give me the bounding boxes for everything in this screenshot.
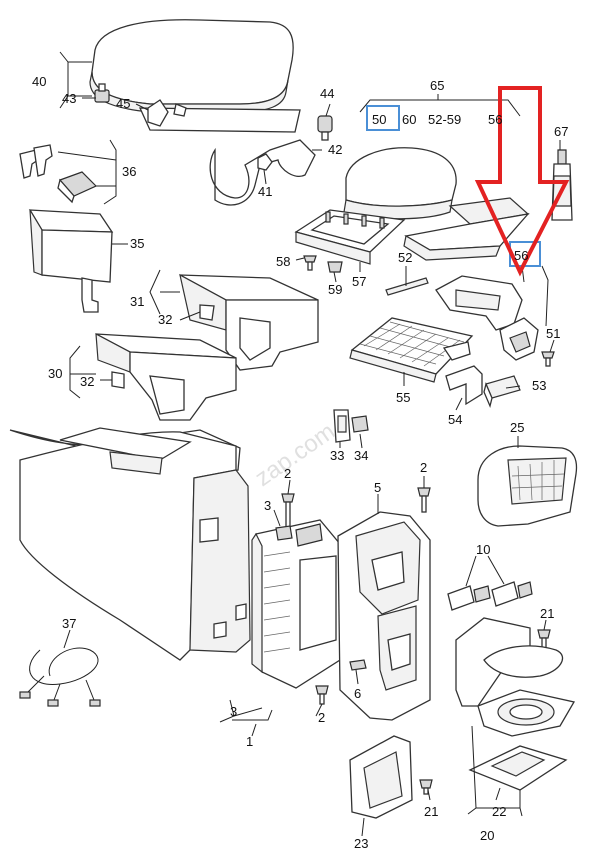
callout-58: 58	[276, 254, 290, 269]
watermark: zap.com	[250, 418, 340, 492]
callout-52-59: 52-59	[428, 112, 461, 127]
frame-57-part	[294, 209, 406, 265]
callout-40: 40	[32, 74, 46, 89]
callout-31: 31	[130, 294, 144, 309]
callout-60: 60	[402, 112, 416, 127]
screw-58-part	[303, 255, 317, 271]
bolt-44-part	[317, 115, 333, 141]
wiring-harness-37-part	[19, 647, 101, 707]
cap-53-part	[483, 375, 521, 409]
bracket-frame-1-part	[251, 519, 341, 689]
clips-36-part	[19, 144, 98, 204]
bracket-54-part	[445, 365, 483, 406]
callout-54: 54	[448, 412, 462, 427]
callout-42: 42	[328, 142, 342, 157]
callout-41: 41	[258, 184, 272, 199]
callout-3-upper: 3	[264, 498, 271, 513]
switch-33-part	[333, 409, 351, 443]
callout-21-lower: 21	[424, 804, 438, 819]
clip-59-part	[327, 261, 343, 273]
screw-21-lower-part	[419, 779, 433, 795]
clip-41-part	[257, 153, 273, 171]
callout-22: 22	[492, 804, 506, 819]
callout-67: 67	[554, 124, 568, 139]
highlight-box-50	[366, 105, 400, 131]
callout-2-upper-right: 2	[420, 460, 427, 475]
screws-2-part	[281, 487, 431, 705]
console-body-part	[9, 427, 251, 661]
callout-55: 55	[396, 390, 410, 405]
storage-box-35-part	[28, 209, 114, 313]
callout-52: 52	[398, 250, 412, 265]
cup-holder-20-part	[455, 617, 576, 737]
callout-51: 51	[546, 326, 560, 341]
screw-21-upper-part	[537, 629, 551, 649]
callout-56-lower: 56	[514, 248, 528, 263]
callout-37: 37	[62, 616, 76, 631]
tray-22-part	[468, 745, 568, 791]
callout-2-lower: 2	[318, 710, 325, 725]
callout-6: 6	[354, 686, 361, 701]
clip-3-part	[275, 525, 293, 541]
callout-53: 53	[532, 378, 546, 393]
callout-25: 25	[510, 420, 524, 435]
callout-59: 59	[328, 282, 342, 297]
callout-33: 33	[330, 448, 344, 463]
tube-67-part	[551, 149, 573, 221]
callout-50: 50	[372, 112, 386, 127]
callout-10: 10	[476, 542, 490, 557]
leader-lines	[57, 51, 561, 837]
callout-45: 45	[116, 96, 130, 111]
callout-44: 44	[320, 86, 334, 101]
callout-35: 35	[130, 236, 144, 251]
latch-56-part	[435, 275, 539, 361]
callout-32-upper: 32	[158, 312, 172, 327]
tray-30-part	[95, 332, 237, 421]
callout-2-upper-left: 2	[284, 466, 291, 481]
callout-21-upper: 21	[540, 606, 554, 621]
callout-32-lower: 32	[80, 374, 94, 389]
callout-30: 30	[48, 366, 62, 381]
screw-51-part	[541, 351, 555, 367]
callout-43: 43	[62, 91, 76, 106]
red-arrow-icon	[474, 86, 570, 277]
rod-52-part	[385, 277, 429, 296]
callout-34: 34	[354, 448, 368, 463]
callout-65: 65	[430, 78, 444, 93]
callout-56-upper: 56	[488, 112, 502, 127]
callout-labels: 40 43 45 44 42 41 36 35 31 32 30 32 65 5…	[32, 74, 568, 850]
callout-3-lower: 3	[230, 704, 237, 719]
clip-6-part	[349, 659, 367, 671]
rear-panel-5-part	[337, 511, 431, 721]
ashtray-23-part	[349, 735, 413, 819]
callout-1: 1	[246, 734, 253, 749]
sockets-10-part	[447, 581, 533, 611]
callout-5: 5	[374, 480, 381, 495]
mat-55-part	[349, 317, 474, 383]
button-34-part	[351, 415, 369, 433]
callout-20: 20	[480, 828, 494, 843]
hinge-45-part	[147, 99, 187, 127]
callout-23: 23	[354, 836, 368, 850]
air-vent-25-part	[477, 445, 578, 527]
bolt-43-part	[94, 83, 110, 103]
callout-36: 36	[122, 164, 136, 179]
lid-60-part	[343, 147, 457, 220]
callout-57: 57	[352, 274, 366, 289]
armrest-lid-part	[89, 19, 316, 206]
tray-31-part	[179, 273, 319, 371]
